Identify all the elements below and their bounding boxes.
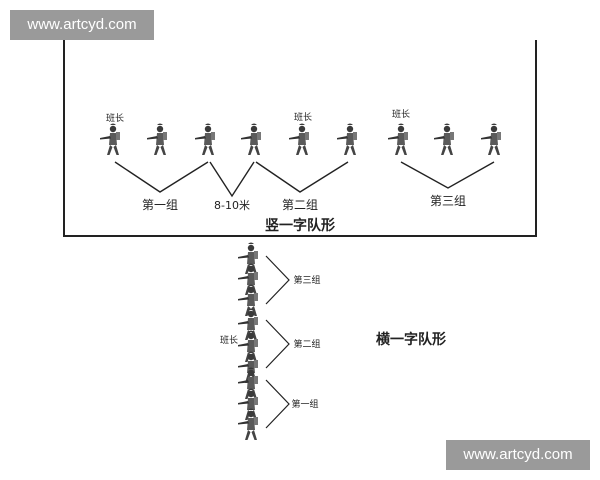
leader-label: 班长 [220,334,238,346]
group-1-label: 第一组 [142,198,178,212]
leader-label: 班长 [392,108,410,120]
group-2-label: 第二组 [282,198,318,212]
soldier-icon [100,123,120,155]
group-top-bracket [265,255,290,305]
leader-label: 班长 [294,111,312,123]
soldier-icon [241,123,261,155]
group-top-label: 第三组 [293,274,320,286]
spacing-label: 8-10米 [214,199,250,212]
column-formation-soldiers [100,123,501,155]
soldier-icon [434,123,454,155]
soldier-icon [195,123,215,155]
soldier-icon [238,408,258,440]
group-2-bracket [255,161,349,193]
leader-label: 班长 [106,112,124,124]
column-formation-frame [63,40,537,237]
watermark-top: www.artcyd.com [10,10,154,40]
group-mid-label: 第二组 [293,338,320,350]
line-group-brackets [265,255,290,429]
group-bottom-label: 第一组 [291,398,318,410]
watermark-bottom: www.artcyd.com [446,440,590,470]
soldier-icon [289,123,309,155]
line-formation-title: 横一字队形 [376,331,446,348]
soldier-icon [388,123,408,155]
soldier-icon [481,123,501,155]
column-formation-title: 竖一字队形 [265,217,335,234]
group-3-label: 第三组 [430,194,466,208]
group-bottom-bracket [265,379,290,429]
line-formation-soldiers [238,242,258,440]
group-brackets [114,161,495,198]
group-1-bracket [114,161,209,193]
soldier-icon [337,123,357,155]
soldier-icon [147,123,167,155]
group-3-bracket [400,161,495,189]
spacing-bracket [209,161,255,198]
group-mid-bracket [265,319,290,369]
